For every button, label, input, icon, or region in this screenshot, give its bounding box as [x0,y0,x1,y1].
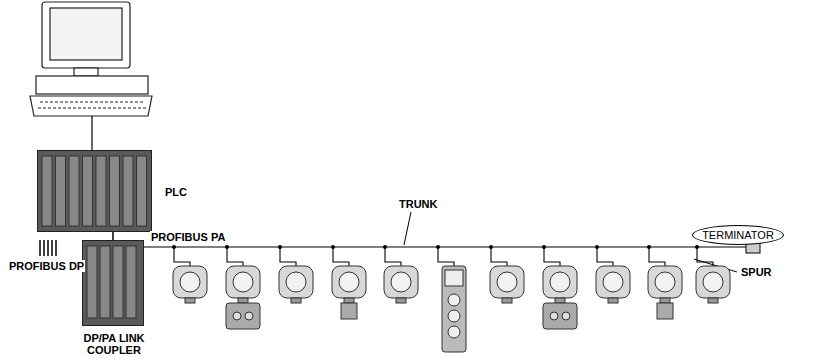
transmitter-display [655,272,675,292]
trunk-leader [404,212,411,245]
dp-bolt [233,312,241,320]
monitor-stand [74,68,98,76]
transmitter-neck [344,298,354,303]
rack-body [82,240,144,326]
transmitter-display [391,272,411,292]
dp-connector [40,240,56,256]
spur-line [597,247,613,266]
transmitter-display [233,272,253,292]
coupler-box: DP/PA LINK COUPLER [82,240,144,326]
transmitter-display [339,272,359,292]
positioner-knob [448,326,460,338]
screen [50,8,122,60]
transmitter-housing [648,266,682,298]
transmitter-display [180,272,200,292]
transmitter-neck [660,298,670,303]
keys [38,102,146,108]
plc-slot [96,156,106,226]
plc-slot [137,156,147,226]
coupler-slot [100,246,110,318]
plc-slot [110,156,120,226]
computer [30,2,152,116]
monitor [42,2,130,68]
connector-line [112,232,114,240]
transmitter-display [703,272,723,292]
node-label: PLC [165,186,187,198]
bus-label: SPUR [740,266,773,278]
terminator-callout: TERMINATOR [692,225,784,245]
spur-line [491,247,507,266]
transmitter-housing [173,266,207,298]
plc-slot [69,156,79,226]
rack-body [37,150,152,232]
dp-bolt [245,312,253,320]
transmitter-neck [555,298,565,303]
sensor-body [341,303,357,319]
node-label: TERMINATOR [702,229,774,241]
plc-slot [123,156,133,226]
positioner-knob [448,310,460,322]
plc-slot [42,156,52,226]
plc-rack [42,156,147,318]
transmitter-neck [396,298,406,303]
transmitter-housing [490,266,524,298]
transmitter-housing [384,266,418,298]
spur-line [385,247,401,266]
positioner-head [445,270,463,286]
computer-cable [91,116,92,150]
transmitter-neck [502,298,512,303]
computer-case [36,76,148,94]
spur-line [649,247,665,266]
transmitter-housing [332,266,366,298]
spur-line [544,247,560,266]
transmitter-neck [291,298,301,303]
transmitter-display [497,272,517,292]
spur-line [438,247,454,266]
coupler-slot [126,246,136,318]
coupler-slot [113,246,123,318]
field-devices [172,245,730,352]
bus-label: PROFIBUS DP [8,260,85,272]
spur-line [280,247,296,266]
spur-line [697,247,713,266]
transmitter-neck [608,298,618,303]
plc-slot [83,156,93,226]
plc-slot [56,156,66,226]
valve-positioner [442,266,466,352]
bus-label: TRUNK [398,198,439,210]
transmitter-housing [696,266,730,298]
transmitter-housing [543,266,577,298]
spur-line [333,247,349,266]
trunk-line [143,246,746,247]
transmitter-neck [185,298,195,303]
transmitter-display [603,272,623,292]
transmitter-housing [596,266,630,298]
transmitter-housing [279,266,313,298]
keyboard [30,96,152,116]
spur-line [227,247,243,266]
transmitter-housing [226,266,260,298]
dp-cell [543,303,577,329]
transmitter-neck [238,298,248,303]
transmitter-neck [708,298,718,303]
sensor-body [657,303,673,319]
transmitter-display [550,272,570,292]
bus-label: PROFIBUS PA [150,231,226,243]
coupler-slot [87,246,97,318]
bus-connector [113,232,114,240]
dp-bolt [562,312,570,320]
positioner-knob [448,294,460,306]
plc-box: PLC [37,150,152,232]
spur-line [174,247,190,266]
node-label: DP/PA LINK COUPLER [74,332,154,356]
transmitter-display [286,272,306,292]
dp-cell [226,303,260,329]
dp-bolt [550,312,558,320]
